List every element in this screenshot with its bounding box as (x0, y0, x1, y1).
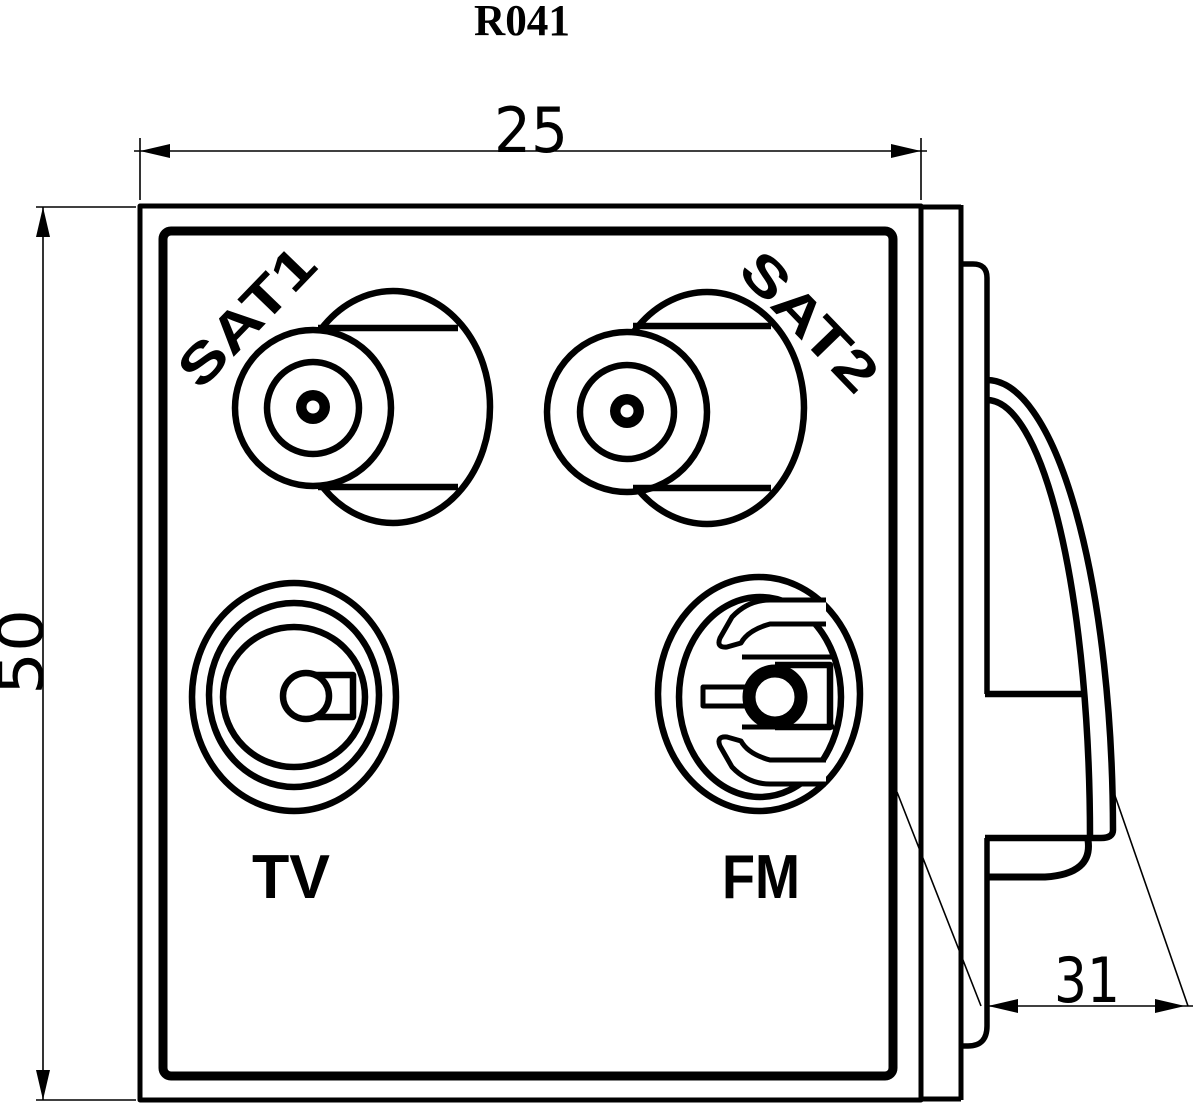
sat1-connector (231, 287, 494, 527)
dimensions: 25 50 31 (0, 94, 1193, 1101)
sat2-thread-ring (576, 361, 678, 463)
side-housing-upper-edge (961, 261, 990, 694)
fm-outer-rim (654, 573, 864, 815)
depth-dimension-value: 31 (1054, 944, 1120, 1017)
fm-bottom-spring-clip (716, 734, 826, 787)
sat1-thread-ring (263, 358, 363, 458)
plate-inner-panel (158, 226, 898, 1081)
sat1-pin-hole (306, 400, 320, 414)
fm-connector (654, 573, 864, 815)
tv-label: TV (252, 843, 330, 912)
claw-tooth (985, 839, 1092, 881)
height-arrowhead-bottom (36, 1070, 50, 1100)
dimension-width: 25 (134, 94, 927, 200)
depth-extension-line-left (896, 791, 982, 1007)
width-dimension-value: 25 (494, 94, 568, 167)
side-housing-lower-edge (961, 838, 990, 1049)
width-arrowhead-right (891, 144, 921, 158)
mounting-claw-inner-arc (986, 396, 1094, 838)
fm-socket-barrel (742, 664, 808, 730)
sat2-pin-hole (620, 404, 634, 418)
fm-label: FM (722, 843, 800, 912)
width-arrowhead-left (140, 144, 170, 158)
tv-center-pin (279, 669, 333, 723)
fm-inner-rim (675, 593, 845, 801)
height-arrowhead-top (36, 207, 50, 237)
dimension-depth: 31 (896, 789, 1193, 1017)
depth-extension-line-right (1112, 789, 1189, 1007)
depth-arrowhead-left (988, 999, 1018, 1013)
height-dimension-value: 50 (0, 609, 58, 695)
mounting-claw-outer-arc (985, 376, 1117, 842)
tv-inner-ring (219, 623, 369, 771)
fm-top-spring-clip (716, 597, 826, 650)
tv-pin-slot (307, 671, 357, 721)
front-view: SAT1 SAT2 TV FM (137, 203, 924, 1103)
depth-arrowhead-right (1155, 999, 1185, 1013)
plate-outer-edge (137, 203, 924, 1103)
tv-middle-ring (205, 599, 383, 791)
side-view (921, 204, 1117, 1102)
fm-key-tab (700, 684, 750, 709)
sat2-connector (543, 288, 808, 528)
tv-connector (188, 579, 400, 815)
drawing-title: R041 (474, 0, 570, 45)
dimension-height: 50 (0, 206, 136, 1101)
